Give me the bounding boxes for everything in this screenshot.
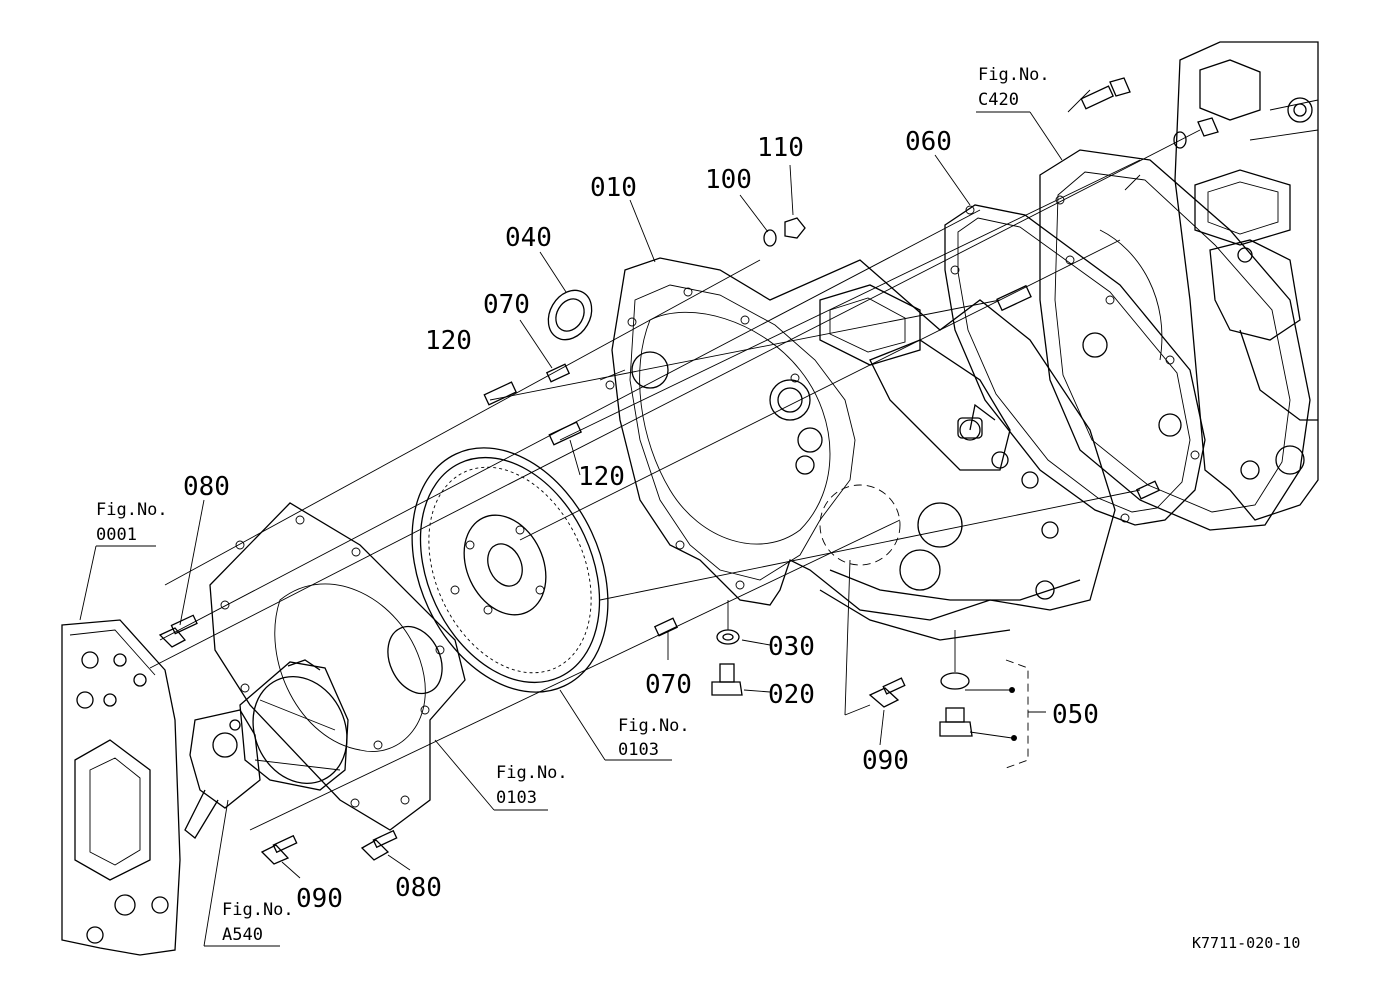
hardware-parts: [158, 77, 1219, 865]
figref-0001-number: 0001: [96, 525, 137, 545]
figref-c420-label: Fig.No.: [978, 65, 1050, 85]
label-090-right: 090: [862, 746, 909, 776]
label-100: 100: [705, 165, 752, 195]
label-040: 040: [505, 223, 552, 253]
label-090-left: 090: [296, 884, 343, 914]
label-060: 060: [905, 127, 952, 157]
label-050: 050: [1052, 700, 1099, 730]
figref-0103-plate-label: Fig.No.: [496, 763, 568, 783]
label-120-upper: 120: [425, 326, 472, 356]
engine-block: [61, 619, 181, 956]
label-120-lower: 120: [578, 462, 625, 492]
gasket-060: [944, 204, 1206, 526]
figref-0103-flywheel-label: Fig.No.: [618, 716, 690, 736]
flywheel: [411, 447, 609, 693]
label-110: 110: [757, 133, 804, 163]
label-leaders: [79, 89, 1091, 947]
label-080-lower: 080: [395, 873, 442, 903]
part-labels: 010 020 030 040 050 060 070 070 080 080 …: [183, 127, 1099, 914]
assembly-axis-lines: [149, 129, 1201, 831]
figref-0103-plate-number: 0103: [496, 788, 537, 808]
label-070-lower: 070: [645, 670, 692, 700]
figref-0103-flywheel-number: 0103: [618, 740, 659, 760]
label-010: 010: [590, 173, 637, 203]
label-030: 030: [768, 632, 815, 662]
adapter-plate: [209, 502, 466, 831]
rear-plate: [1039, 149, 1311, 531]
label-080-upper: 080: [183, 472, 230, 502]
figref-a540-number: A540: [222, 925, 263, 945]
starter-motor: [184, 659, 349, 839]
figure-references: Fig.No. C420 Fig.No. 0001 Fig.No. 0103 F…: [96, 65, 1050, 945]
figref-a540-label: Fig.No.: [222, 900, 294, 920]
label-070-upper: 070: [483, 290, 530, 320]
clutch-housing-010: [599, 257, 1116, 641]
figref-c420-number: C420: [978, 90, 1019, 110]
figref-0001-label: Fig.No.: [96, 500, 168, 520]
diagram-code: K7711-020-10: [1192, 934, 1300, 952]
label-020: 020: [768, 680, 815, 710]
